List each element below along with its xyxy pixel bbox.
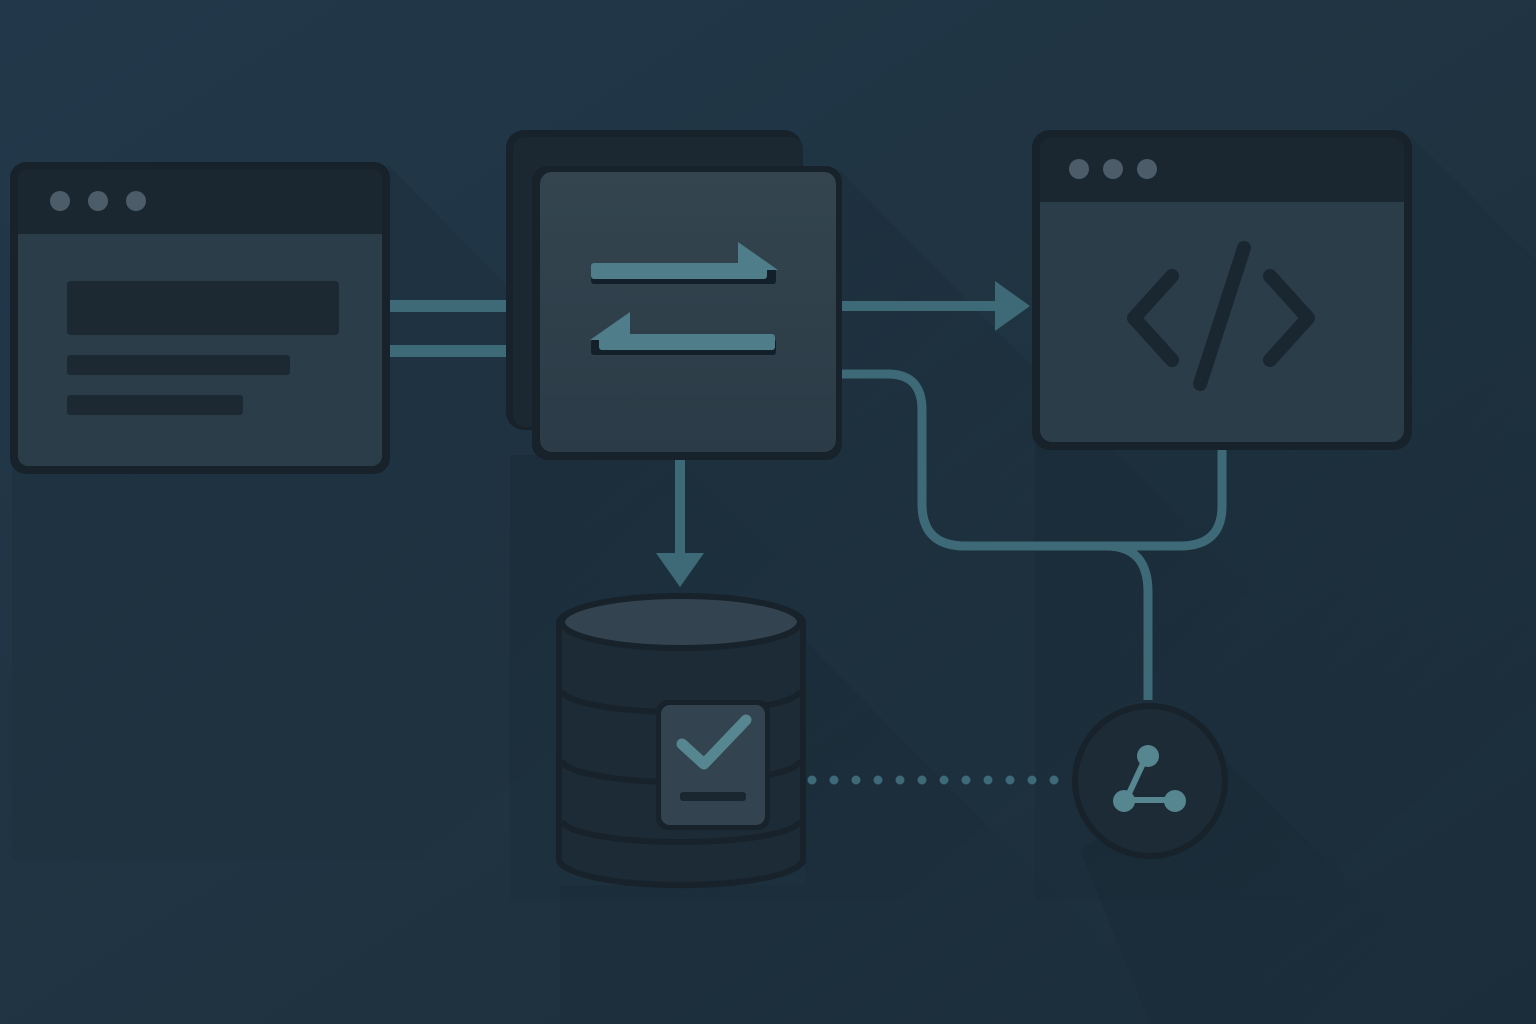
window-dot-icon [88,191,108,211]
database[interactable] [556,593,806,889]
dotted-connector-database-share [807,775,1059,785]
connectors [388,281,1227,785]
arrowhead-to-database-icon [656,553,704,587]
connector-dot [983,775,993,785]
exchange-box[interactable] [506,130,842,460]
code-window[interactable] [1032,130,1412,450]
database-check-icon [656,700,770,830]
exchange-arrows-icon [590,242,778,355]
window-dot-icon [1137,159,1157,179]
database-top [562,596,800,648]
connector-dot [1049,775,1059,785]
connector-dot [829,775,839,785]
connector-exchange-share [840,369,1153,700]
connector-dot [917,775,927,785]
connector-dot [895,775,905,785]
connector-dot [961,775,971,785]
share-node[interactable] [1072,703,1228,859]
placeholder-line [67,355,290,375]
connector-code-share [1106,448,1227,551]
connector-dot [807,775,817,785]
connector-dot [873,775,883,785]
window-dot-icon [50,191,70,211]
placeholder-heading [67,281,339,335]
connector-dot [1005,775,1015,785]
window-dot-icon [1103,159,1123,179]
window-dot-icon [1069,159,1089,179]
connector-dot [851,775,861,785]
share-nodes-icon [1113,745,1186,812]
connector-dot [939,775,949,785]
arrowhead-to-code-icon [995,281,1030,331]
source-window[interactable] [10,162,390,474]
code-brackets-icon [1127,241,1315,391]
window-dot-icon [126,191,146,211]
placeholder-line [67,395,243,415]
connector-dot [1027,775,1037,785]
